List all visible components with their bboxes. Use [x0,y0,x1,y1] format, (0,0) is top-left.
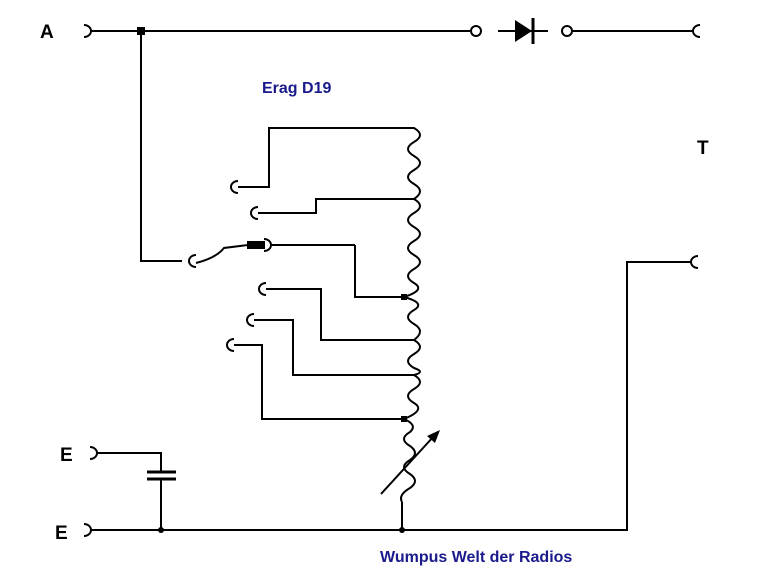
terminal-label-e-top: E [60,445,73,466]
terminal-label-t: T [697,138,709,159]
selector-switch [140,31,355,268]
antenna-line [83,24,701,38]
diode [515,18,535,44]
tapped-coil [400,127,421,503]
terminal-label-a: A [40,22,54,43]
variable-inductor-arrow [380,430,440,495]
terminal-label-e-bottom: E [55,523,68,544]
tap-sockets-lower [226,282,414,420]
tap-sockets-upper [230,127,414,298]
capacitor [89,446,176,530]
credit-text: Wumpus Welt der Radios [380,549,572,566]
schematic-title: Erag D19 [262,80,331,97]
